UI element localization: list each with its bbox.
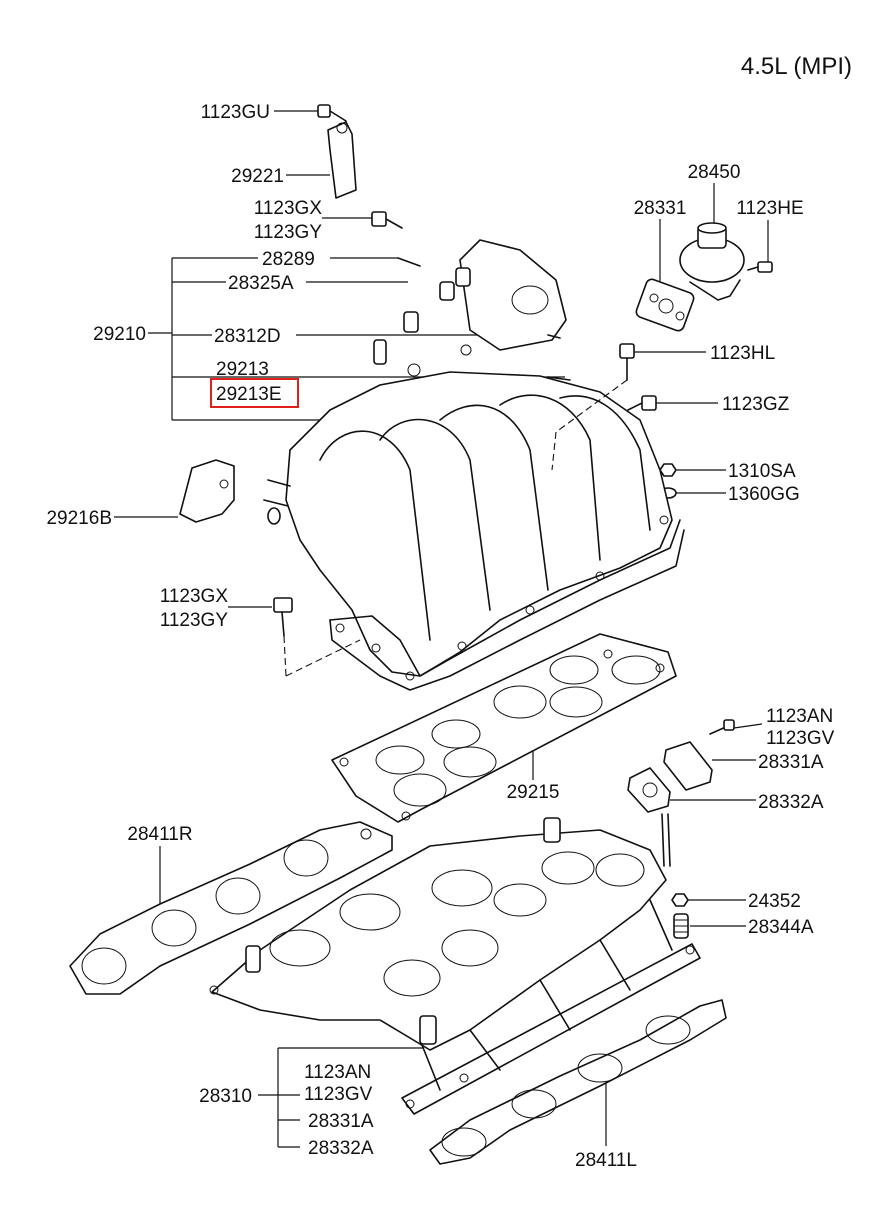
label-28332A-lower: 28332A	[308, 1138, 374, 1159]
label-28331: 28331	[634, 198, 687, 219]
label-1310SA: 1310SA	[728, 461, 796, 482]
label-28332A-upper: 28332A	[758, 792, 824, 813]
label-29213E: 29213E	[216, 384, 282, 405]
bolt-1123AN-upper	[709, 719, 735, 735]
label-24352: 24352	[748, 891, 801, 912]
label-1123GX-upper: 1123GX	[254, 198, 323, 219]
bolt-1123GX-lower	[273, 597, 293, 677]
bracket-29216B	[179, 459, 235, 523]
bolt-1123GZ	[627, 395, 657, 411]
label-1123HL: 1123HL	[710, 343, 775, 364]
label-1123AN-lower: 1123AN	[304, 1062, 371, 1083]
label-29210: 29210	[93, 324, 146, 345]
label-28450: 28450	[688, 162, 741, 183]
part-labels: 1123GU 29221 1123GX 1123GY 28289 28325A …	[46, 102, 834, 1171]
spring-28344A	[673, 913, 689, 939]
label-1123HE: 1123HE	[736, 198, 803, 219]
label-1123GX-lower: 1123GX	[160, 586, 229, 607]
bracket-29221	[327, 121, 357, 199]
highlight-box-29213E	[210, 378, 299, 408]
label-1123GV-lower: 1123GV	[304, 1084, 373, 1105]
gasket-28411R	[69, 821, 393, 995]
label-28312D: 28312D	[214, 326, 281, 347]
egr-valve-28450	[635, 222, 773, 332]
plate-28331A	[663, 741, 713, 791]
gasket-28411L	[429, 999, 727, 1165]
label-1360GG: 1360GG	[728, 484, 800, 505]
leader-lines	[114, 110, 769, 1148]
label-28289: 28289	[262, 249, 315, 270]
label-1123GZ: 1123GZ	[722, 394, 790, 415]
label-1123AN-upper: 1123AN	[766, 706, 833, 727]
label-1123GV-upper: 1123GV	[766, 728, 835, 749]
label-29221: 29221	[231, 166, 284, 187]
label-28411R: 28411R	[127, 824, 192, 845]
label-28344A: 28344A	[748, 917, 814, 938]
label-29215: 29215	[507, 782, 560, 803]
label-29216B: 29216B	[46, 508, 112, 529]
label-28411L: 28411L	[575, 1150, 637, 1171]
bolt-1123GX-upper	[371, 211, 403, 229]
label-1123GY-lower: 1123GY	[160, 610, 229, 631]
gasket-28332A	[627, 767, 671, 813]
label-28331A-upper: 28331A	[758, 752, 824, 773]
label-1123GU: 1123GU	[201, 102, 270, 123]
upper-intake-manifold-29210	[263, 239, 685, 691]
label-28310: 28310	[199, 1086, 252, 1107]
label-29213: 29213	[216, 359, 269, 380]
label-28331A-lower: 28331A	[308, 1111, 374, 1132]
engine-title: 4.5L (MPI)	[741, 53, 852, 80]
nut-1310SA	[659, 463, 677, 477]
label-1123GY-upper: 1123GY	[254, 222, 323, 243]
bolt-1123GU	[317, 104, 347, 122]
stud-24352	[661, 813, 689, 907]
bolt-1123HL	[619, 343, 635, 381]
lower-intake-manifold-28310	[209, 817, 701, 1115]
label-28325A: 28325A	[228, 273, 294, 294]
gasket-29215	[331, 633, 677, 823]
